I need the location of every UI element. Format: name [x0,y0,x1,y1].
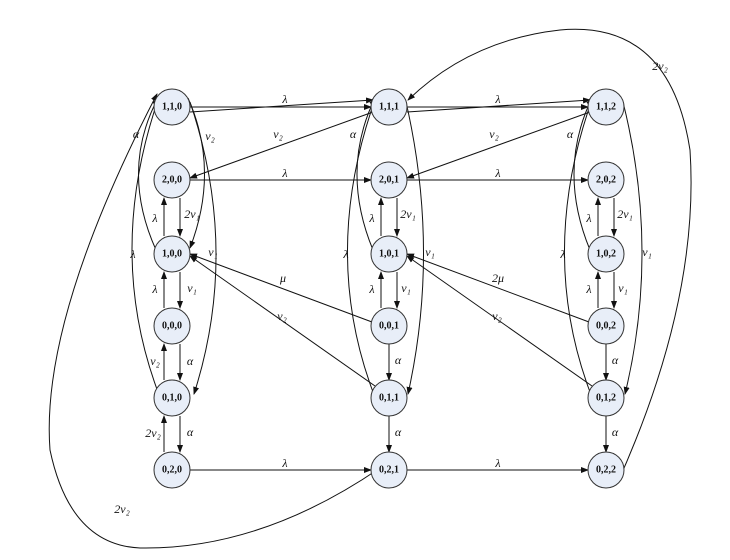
state-label: 0,1,1 [379,393,399,404]
state-0-2-0: 0,2,0 [153,451,191,489]
label-nu2: ν₂ [492,309,502,323]
state-label: 1,0,1 [379,249,399,260]
label-nu2: ν₂ [489,127,499,141]
label-lambda: λ [151,282,157,296]
label-two-nu2: 2ν₂ [114,502,130,516]
label-nu1: ν₁ [401,281,411,295]
state-0-0-0: 0,0,0 [153,307,191,345]
label-alpha: α [567,127,574,141]
label-two-nu1: 2ν₁ [184,207,200,221]
label-alpha: α [133,127,140,141]
state-0-1-1: 0,1,1 [370,379,408,417]
state-label: 1,0,2 [596,249,616,260]
state-label: 0,0,2 [596,321,616,332]
state-label: 1,1,0 [162,102,182,113]
state-0-0-1: 0,0,1 [370,307,408,345]
label-lambda: λ [281,92,287,106]
label-alpha: α [350,127,357,141]
state-label: 0,2,1 [379,465,399,476]
state-label: 0,2,0 [162,465,182,476]
label-lambda: λ [342,247,348,261]
label-nu1: ν₁ [208,245,218,259]
label-nu1: ν₁ [642,245,652,259]
state-1-0-1: 1,0,1 [370,235,408,273]
state-1-1-0: 1,1,0 [153,88,191,126]
label-lambda: λ [281,456,287,470]
label-lambda: λ [494,456,500,470]
state-0-1-2: 0,1,2 [587,379,625,417]
state-label: 1,1,1 [379,102,399,113]
rate-labels: λ λ λ λ λ λ ν₂ ν₂ μ 2μ ν₂ ν₂ α ν₂ λ 2ν₁ … [114,59,668,516]
state-label: 1,0,0 [162,249,182,260]
state-1-1-1: 1,1,1 [370,88,408,126]
label-lambda: λ [368,211,374,225]
state-1-0-0: 1,0,0 [153,235,191,273]
state-label: 1,1,2 [596,102,616,113]
label-alpha: α [187,425,194,439]
label-two-nu1: 2ν₁ [617,207,633,221]
label-lambda: λ [494,92,500,106]
label-two-nu2: 2ν₂ [145,426,161,440]
edges-cross [189,97,593,473]
edges-column-1 [347,93,424,453]
state-label: 2,0,1 [379,175,399,186]
label-lambda: λ [585,282,591,296]
state-1-0-2: 1,0,2 [587,235,625,273]
state-label: 0,0,1 [379,321,399,332]
state-label: 0,2,2 [596,465,616,476]
label-alpha: α [612,425,619,439]
label-nu2: ν₂ [205,129,215,143]
label-lambda: λ [494,166,500,180]
state-0-1-0: 0,1,0 [153,379,191,417]
label-nu2: ν₂ [277,309,287,323]
state-0-2-1: 0,2,1 [370,451,408,489]
label-lambda: λ [129,247,135,261]
edges-column-2 [407,28,692,485]
label-nu1: ν₁ [425,245,435,259]
label-nu2: ν₂ [273,127,283,141]
state-label: 2,0,0 [162,175,182,186]
label-alpha: α [395,353,402,367]
label-mu: μ [279,271,286,285]
state-label: 0,1,2 [596,393,616,404]
state-label: 2,0,2 [596,175,616,186]
state-label: 0,1,0 [162,393,182,404]
label-nu2: ν₂ [150,354,160,368]
edges-column-0 [48,93,381,549]
label-two-mu: 2μ [492,271,504,285]
label-lambda: λ [585,211,591,225]
label-lambda: λ [559,247,565,261]
state-0-2-2: 0,2,2 [587,451,625,489]
label-two-nu2: 2ν₂ [652,59,668,73]
state-1-1-2: 1,1,2 [587,88,625,126]
label-lambda: λ [368,282,374,296]
label-lambda: λ [281,166,287,180]
label-nu1: ν₁ [187,281,197,295]
label-nu1: ν₁ [618,281,628,295]
label-alpha: α [187,354,194,368]
label-lambda: λ [151,211,157,225]
label-alpha: α [612,353,619,367]
label-two-nu1: 2ν₁ [400,207,416,221]
state-nodes: 1,1,0 2,0,0 1,0,0 0,0,0 0,1,0 0,2,0 1,1,… [153,88,625,489]
state-0-0-2: 0,0,2 [587,307,625,345]
label-alpha: α [395,425,402,439]
state-2-0-1: 2,0,1 [370,161,408,199]
state-2-0-2: 2,0,2 [587,161,625,199]
state-label: 0,0,0 [162,321,182,332]
state-2-0-0: 2,0,0 [153,161,191,199]
